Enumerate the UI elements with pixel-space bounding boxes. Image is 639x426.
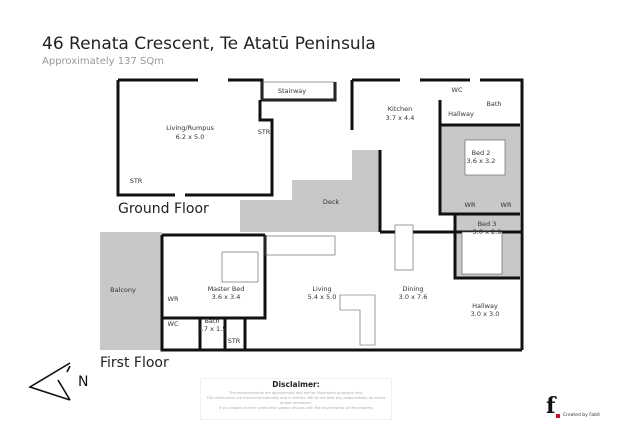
room-label: Bed 3 xyxy=(478,220,497,228)
room-size: 3.0 x 7.6 xyxy=(399,293,428,301)
stair xyxy=(264,235,336,256)
credit-text: Created by Fabit xyxy=(563,413,600,418)
disclaimer-title: Disclaimer: xyxy=(272,380,320,389)
north-arrow-icon xyxy=(28,362,71,401)
room-label: WR xyxy=(168,295,179,303)
room-label: Bath xyxy=(204,317,219,325)
room-size: 3.0 x 3.0 xyxy=(471,310,500,318)
room-size: 3.6 x 3.2 xyxy=(467,157,496,165)
room-label: STR xyxy=(130,177,143,185)
room-label: STR xyxy=(228,337,241,345)
room-label: WC xyxy=(452,86,463,94)
room-label: Hallway xyxy=(472,302,498,310)
walls xyxy=(116,78,524,352)
bed3-furniture xyxy=(461,231,503,275)
bed2-furniture xyxy=(464,139,506,176)
sofa xyxy=(339,294,376,346)
room-size: 2.7 x 1.5 xyxy=(198,325,227,333)
room-label: Living xyxy=(312,285,331,293)
room-label: STR xyxy=(258,128,271,136)
room-size: 5.4 x 5.0 xyxy=(308,293,337,301)
disclaimer: Disclaimer: The measurements are approxi… xyxy=(200,378,392,420)
room-size: 3.6 x 3.4 xyxy=(212,293,241,301)
room-label: WC xyxy=(168,320,179,328)
room-label: WR xyxy=(465,201,476,209)
north-label: N xyxy=(78,374,88,390)
room-size: 6.2 x 5.0 xyxy=(176,133,205,141)
wr-area xyxy=(440,198,520,214)
ground-floor-label: Ground Floor xyxy=(118,201,209,217)
room-label: Kitchen xyxy=(388,105,412,113)
room-size: 3.0 x 2.9 xyxy=(473,228,502,236)
dining-table xyxy=(394,224,414,271)
room-label: Bath xyxy=(486,100,501,108)
master-bed-furniture xyxy=(221,251,259,283)
disclaimer-line: If you require further verification plea… xyxy=(218,406,374,410)
logo-dot xyxy=(556,414,560,418)
room-label: Dining xyxy=(403,285,424,293)
disclaimer-line: The measurements are approximate and are… xyxy=(229,391,363,395)
logo: f xyxy=(546,393,556,419)
stair-ground xyxy=(261,81,336,101)
room-label: Deck xyxy=(323,198,340,206)
deck-area xyxy=(240,150,380,232)
room-label: Balcony xyxy=(110,286,136,294)
area-subtitle: Approximately 137 SQm xyxy=(42,56,164,67)
balcony-area xyxy=(100,232,162,350)
room-label: Hallway xyxy=(448,110,474,118)
disclaimer-line: The dimensions are measured internally a… xyxy=(206,396,386,405)
first-floor-label: First Floor xyxy=(100,355,169,371)
room-size: 3.7 x 4.4 xyxy=(386,114,415,122)
room-label: Master Bed xyxy=(208,285,245,293)
page-title: 46 Renata Crescent, Te Atatū Peninsula xyxy=(42,34,376,54)
room-label: Bed 2 xyxy=(472,149,491,157)
room-label: WR xyxy=(501,201,512,209)
room-label: Stairway xyxy=(278,87,306,95)
room-label: Living/Rumpus xyxy=(166,124,214,132)
